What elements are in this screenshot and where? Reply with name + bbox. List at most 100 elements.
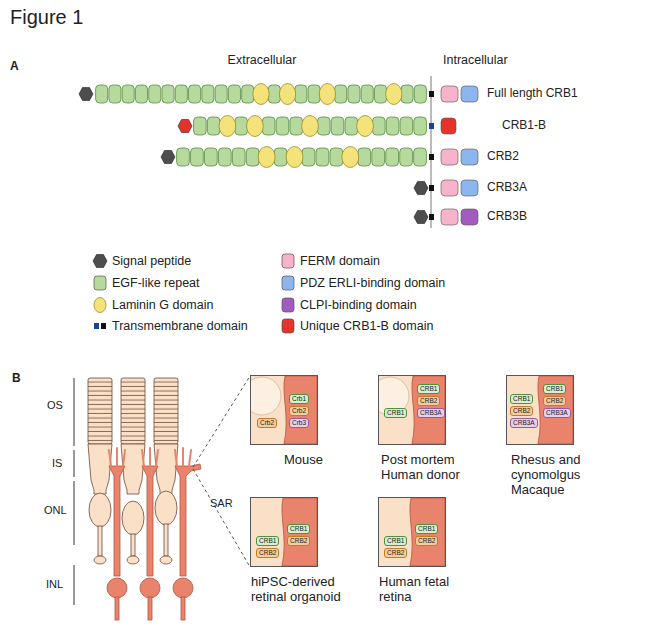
- egf-repeat: [316, 148, 329, 166]
- egf-repeat: [228, 85, 240, 103]
- laminin-g-domain: [219, 116, 236, 137]
- muller-glia-cell-area: [538, 376, 573, 444]
- protein-tag-text: CRB2: [387, 549, 404, 557]
- muller-glia-cell-part: [115, 597, 119, 620]
- photoreceptor-cell-part: [160, 556, 172, 564]
- signal-peptide: [414, 211, 428, 224]
- legend-text: Signal peptide: [112, 253, 191, 269]
- photoreceptor-cell-area: [251, 498, 317, 566]
- layer-label: ONL: [44, 504, 67, 517]
- egf-repeat: [215, 85, 227, 103]
- legend-swatch: [92, 318, 108, 334]
- crb1-protein-tag: CRB1: [417, 384, 440, 394]
- legend-text: Laminin G domain: [112, 297, 213, 313]
- laminin-g-domain: [258, 147, 275, 168]
- microvilli-part: [182, 448, 184, 466]
- transmembrane-domain: [429, 91, 434, 97]
- layer-bracket: [74, 378, 75, 605]
- egf-repeat: [400, 148, 413, 166]
- legend-color-swatch: [282, 298, 294, 312]
- legend-swatch: [280, 318, 296, 334]
- egf-repeat: [207, 117, 220, 135]
- microvilli-part: [156, 450, 158, 466]
- protein-tag-text: CRB1: [513, 395, 530, 403]
- photoreceptor-cell-part: [88, 444, 112, 494]
- muller-glia-cell-part: [109, 466, 125, 576]
- intracellular-domain: [461, 86, 478, 102]
- muller-glia-cell-area: [284, 376, 317, 444]
- crb3-protein-tag: CRB3A: [510, 418, 538, 428]
- egf-repeat: [401, 85, 413, 103]
- legend-text: Transmembrane domain: [112, 318, 248, 334]
- muller-glia-cell-part: [107, 578, 127, 598]
- microvilli-part: [142, 450, 144, 466]
- muller-glia-cell-part: [142, 466, 158, 576]
- zoom-leader-line: [193, 376, 250, 567]
- protein-tag-text: CRB3A: [513, 419, 535, 427]
- protein-name: Full length CRB1: [487, 87, 578, 101]
- protein-domain-diagram: [79, 76, 478, 228]
- legend-color-swatch: [93, 255, 107, 268]
- legend-swatch: [280, 275, 296, 291]
- protein-tag-text: Crb2: [292, 407, 306, 415]
- region-heading: Intracellular: [443, 53, 508, 67]
- crb2-protein-tag: CRB2: [287, 536, 310, 546]
- egf-repeat: [345, 117, 358, 135]
- laminin-g-domain: [253, 84, 269, 105]
- protein-row: [178, 116, 456, 137]
- protein-tag-text: Crb1: [292, 395, 306, 403]
- photoreceptor-cell-part: [127, 556, 139, 564]
- protein-row: [161, 147, 478, 168]
- crb1-protein-tag: CRB1: [256, 536, 279, 546]
- panel-caption: Human fetal retina: [379, 574, 459, 604]
- laminin-g-domain: [279, 84, 295, 105]
- photoreceptor-cell-part: [164, 524, 168, 556]
- panel-letter: A: [10, 60, 19, 74]
- egf-repeat: [242, 85, 254, 103]
- egf-repeat: [331, 117, 344, 135]
- egf-repeat: [218, 148, 231, 166]
- panel-caption: Rhesus and cynomolgus Macaque: [511, 452, 593, 497]
- laminin-g-domain: [286, 147, 303, 168]
- egf-repeat: [177, 148, 190, 166]
- legend-swatch: [92, 297, 108, 313]
- figure-title: Figure 1: [10, 6, 83, 29]
- panel-caption: Post mortem Human donor: [381, 452, 463, 482]
- laminin-g-domain: [386, 84, 402, 105]
- layer-label: IS: [52, 457, 62, 470]
- photoreceptor-cell-part: [121, 444, 145, 494]
- microvilli-part: [149, 448, 151, 466]
- legend-text: EGF-like repeat: [112, 275, 200, 291]
- crb2-protein-tag: CRB2: [510, 406, 533, 416]
- photoreceptor-cell-area: [507, 376, 573, 444]
- layer-bracket-part: [74, 450, 75, 477]
- photoreceptor-cell-part: [131, 534, 135, 556]
- crb2-protein-tag: CRB2: [415, 536, 438, 546]
- layer-label: OS: [47, 399, 63, 412]
- muller-glia-cell-area: [410, 498, 445, 566]
- protein-tag-text: CRB1: [418, 525, 435, 533]
- transmembrane-domain: [429, 154, 434, 160]
- egf-repeat: [400, 117, 413, 135]
- crb1-protein-tag: CRB1: [384, 536, 407, 546]
- muller-glia-cell-part: [173, 578, 193, 598]
- microvilli-part: [109, 450, 111, 466]
- zoom-leader-line-part: [193, 469, 250, 567]
- egf-repeat: [204, 148, 217, 166]
- protein-tag-text: CRB1: [387, 537, 404, 545]
- laminin-g-domain: [342, 147, 359, 168]
- signal-peptide: [79, 88, 93, 101]
- protein-tag-text: CRB1: [420, 385, 437, 393]
- photoreceptor-cell: [88, 378, 178, 564]
- protein-tag-text: CRB1: [290, 525, 307, 533]
- protein-tag-text: Crb2: [260, 419, 274, 427]
- egf-repeat: [317, 117, 330, 135]
- legend-text: PDZ ERLI-binding domain: [300, 275, 445, 291]
- egf-repeat: [191, 148, 204, 166]
- egf-repeat: [361, 85, 373, 103]
- egf-repeat: [135, 85, 147, 103]
- legend-swatch: [92, 275, 108, 291]
- intracellular-domain: [461, 149, 478, 165]
- photoreceptor-cell-part: [121, 378, 145, 444]
- egf-repeat: [235, 117, 248, 135]
